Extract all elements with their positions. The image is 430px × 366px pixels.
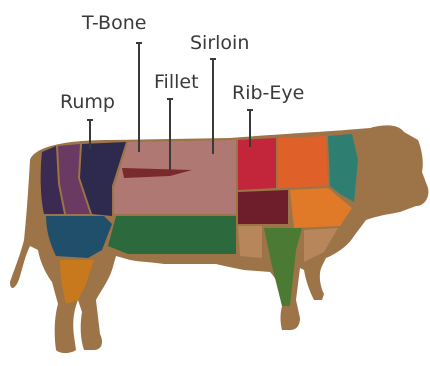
sirloin-leader [212,58,214,154]
sirloin-label: Sirloin [190,34,249,53]
fillet-label: Fillet [154,73,199,92]
chuck-cut [278,136,328,188]
short-plate-cut [238,190,288,224]
rump-leader [89,119,91,149]
flank-cut [108,216,236,254]
ribeye-label: Rib-Eye [232,84,304,103]
ribeye-leader [249,109,251,147]
plate-cut [238,226,262,258]
tbone-leader [138,42,140,152]
tbone-label: T-Bone [82,14,146,33]
ribeye-cut [238,138,276,190]
fillet-leader [169,98,171,170]
rump-label: Rump [60,93,115,112]
